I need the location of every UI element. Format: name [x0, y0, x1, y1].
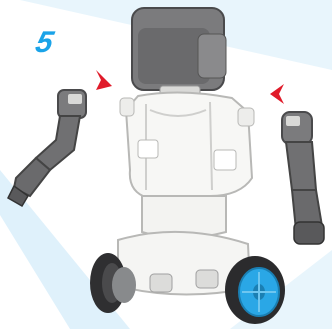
right-arm [282, 112, 324, 244]
left-arm [8, 90, 86, 206]
left-red-arrow-icon [96, 70, 112, 90]
robot-torso [120, 92, 254, 198]
robot-head [132, 8, 226, 98]
right-wheel [225, 256, 285, 324]
right-red-arrow-icon [270, 84, 284, 104]
